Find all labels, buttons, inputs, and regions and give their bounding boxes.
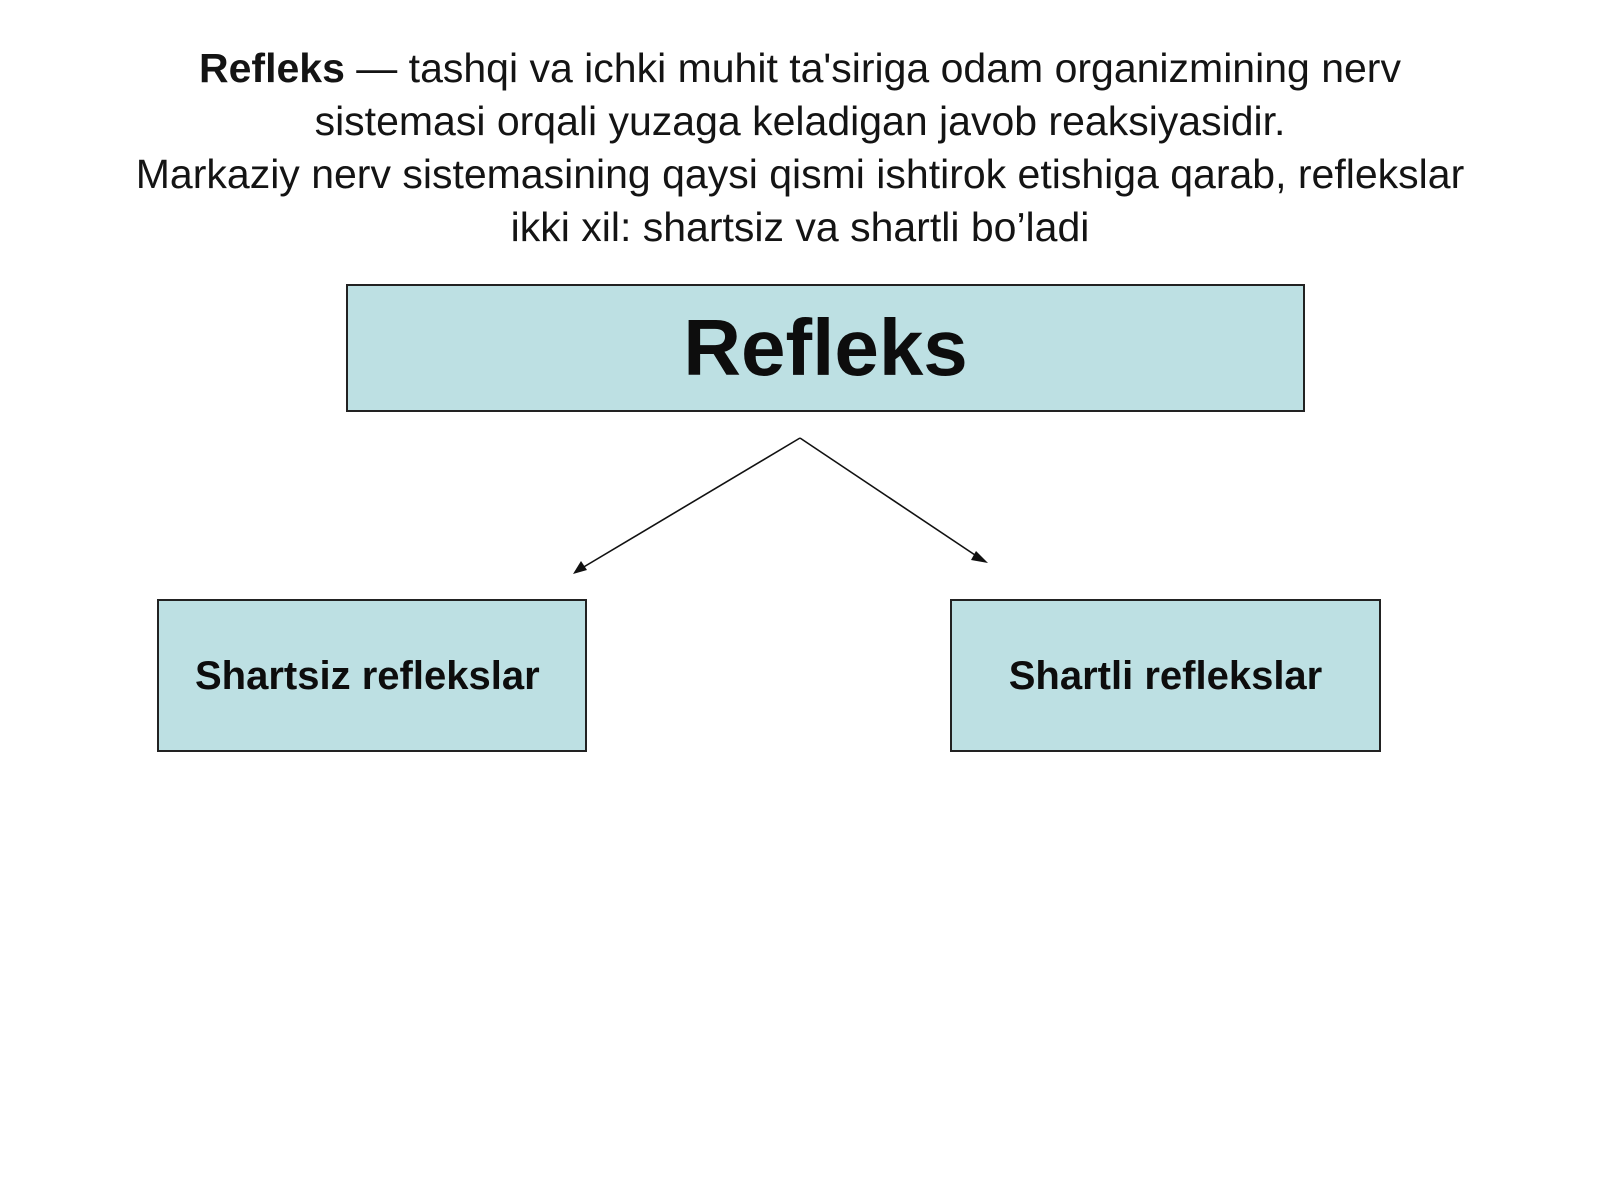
root-node-refleks: Refleks	[346, 284, 1305, 412]
intro-classification: Markaziy nerv sistemasining qaysi qismi …	[135, 151, 1465, 250]
left-connector-line	[581, 437, 801, 569]
left-arrowhead	[573, 561, 587, 574]
right-node-shartli-reflekslar: Shartli reflekslar	[950, 599, 1381, 752]
intro-definition: — tashqi va ichki muhit ta'siriga odam o…	[314, 45, 1401, 144]
intro-text: Refleks — tashqi va ichki muhit ta'sirig…	[120, 42, 1480, 254]
intro-term: Refleks	[199, 45, 345, 91]
right-arrowhead	[971, 551, 988, 563]
right-connector-line	[799, 437, 976, 556]
left-node-shartsiz-reflekslar: Shartsiz reflekslar	[157, 599, 587, 752]
